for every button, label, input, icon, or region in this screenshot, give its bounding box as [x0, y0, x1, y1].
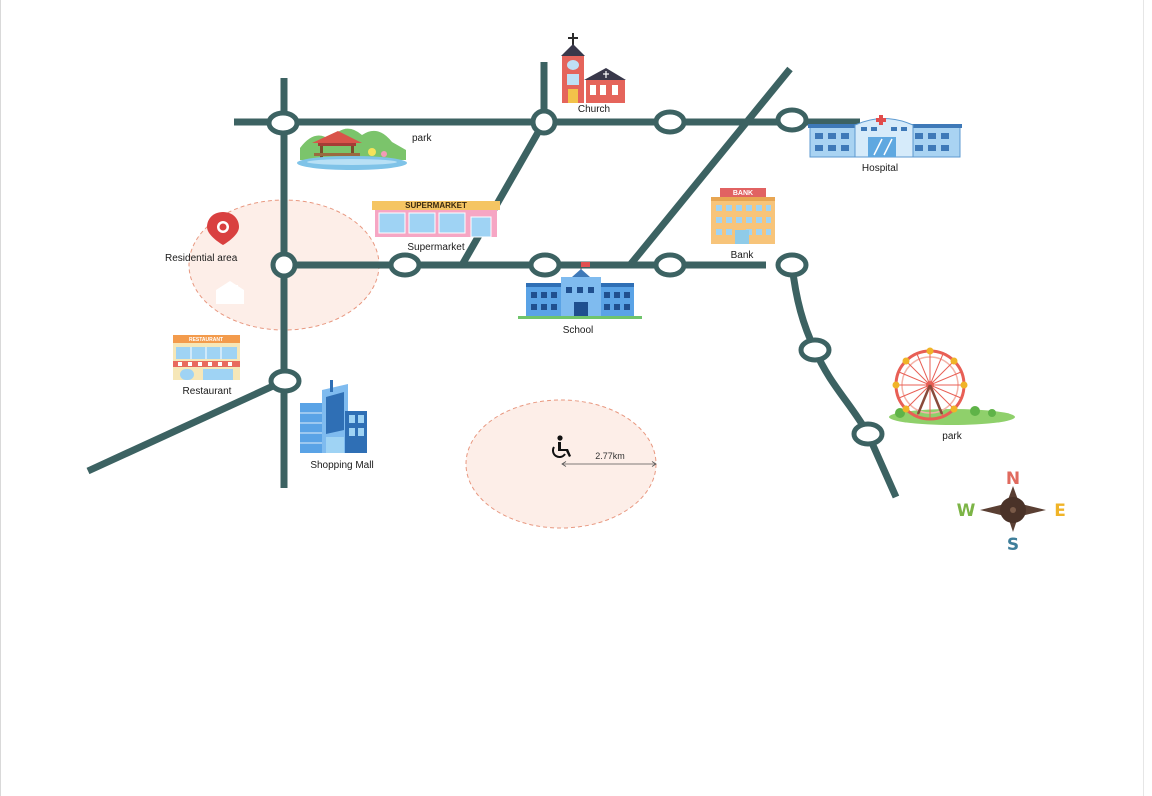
road-diagonal-supermarket [458, 120, 548, 267]
hospital-icon [808, 115, 962, 158]
hospital-label: Hospital [862, 163, 898, 174]
compass-west: W [957, 501, 976, 521]
restaurant-label: Restaurant [183, 386, 232, 397]
road-southwest [86, 377, 286, 475]
church-label: Church [578, 104, 610, 115]
shopping-mall-label: Shopping Mall [310, 460, 373, 471]
junction-ring [268, 368, 302, 394]
junction-ring [266, 110, 300, 136]
compass-east: E [1054, 501, 1066, 521]
bank-label: Bank [731, 250, 755, 261]
junction-ring [653, 252, 687, 278]
bank-icon: BANK [711, 188, 775, 244]
distance-measure [561, 461, 657, 467]
bank-sign: BANK [733, 190, 753, 197]
junction-ring [775, 107, 809, 133]
compass-rose-icon [980, 486, 1046, 532]
shopping-mall-icon [300, 380, 367, 453]
page-left-edge [0, 0, 1, 796]
supermarket-icon: SUPERMARKET [372, 201, 500, 238]
wheelchair-icon [551, 435, 571, 459]
junction-ring [528, 252, 562, 278]
junction-ring [798, 337, 832, 363]
junction-ring [530, 108, 558, 136]
residential-label: Residential area [165, 253, 238, 264]
compass-south: S [1007, 535, 1019, 555]
compass-north: N [1006, 469, 1020, 489]
school-icon [518, 262, 642, 319]
junction-ring [388, 252, 422, 278]
restaurant-icon: RESTAURANT [173, 335, 240, 380]
restaurant-sign: RESTAURANT [189, 337, 223, 343]
location-pin-icon [207, 212, 239, 245]
junction-ring [270, 251, 298, 279]
park-right-label: park [942, 431, 962, 442]
park-top-label: park [412, 133, 432, 144]
ferris-wheel-icon [889, 347, 1015, 425]
supermarket-label: Supermarket [407, 242, 464, 253]
distance-label: 2.77km [595, 451, 625, 461]
road-diagonal-bank [627, 66, 793, 268]
school-label: School [563, 325, 594, 336]
page-right-edge [1143, 0, 1144, 796]
church-icon [561, 33, 626, 103]
supermarket-sign: SUPERMARKET [405, 201, 467, 210]
junction-ring [851, 421, 885, 447]
park-pavilion-icon [297, 128, 407, 170]
junctions [266, 107, 885, 447]
junction-ring [653, 109, 687, 135]
junction-ring [775, 252, 809, 278]
road-east-curve [788, 264, 900, 499]
house-icon [216, 281, 244, 304]
